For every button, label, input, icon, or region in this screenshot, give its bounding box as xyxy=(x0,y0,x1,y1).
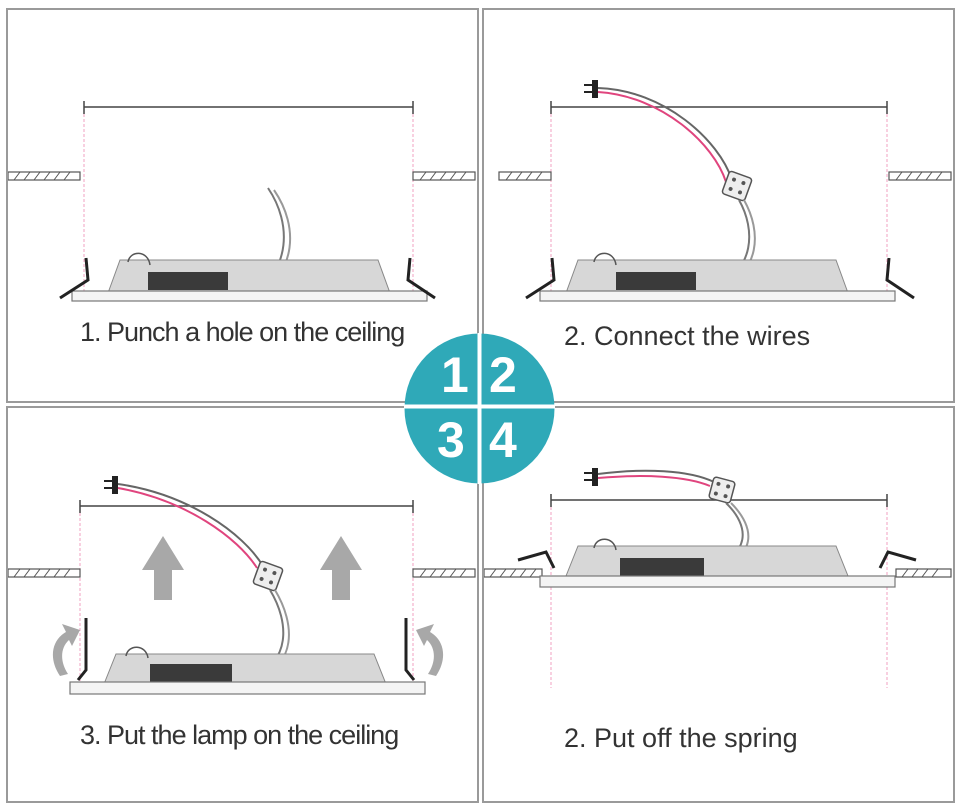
rotate-arrow-icon xyxy=(416,624,444,676)
step-1-panel: 1. Punch a hole on the ceiling xyxy=(6,8,479,403)
ceiling-right xyxy=(888,171,952,181)
ceiling-left xyxy=(498,171,552,181)
ceiling-left xyxy=(8,171,81,181)
step-2-caption: 2. Connect the wires xyxy=(564,321,811,351)
badge-number-2: 2 xyxy=(489,347,517,403)
step-1-caption: 1. Punch a hole on the ceiling xyxy=(80,317,405,347)
ceiling-left xyxy=(484,568,543,578)
up-arrow-icon xyxy=(142,536,184,600)
step-4-caption: 2. Put off the spring xyxy=(564,723,798,753)
wire-connector xyxy=(721,170,753,202)
ceiling-right xyxy=(412,568,476,578)
ceiling-right xyxy=(412,171,476,181)
wire-connector xyxy=(708,476,736,504)
ceiling-right xyxy=(895,568,952,578)
step-3-panel: 3. Put the lamp on the ceiling xyxy=(6,406,479,803)
step-1-illustration xyxy=(8,101,476,302)
step-3-illustration xyxy=(8,476,476,695)
badge-number-3: 3 xyxy=(437,412,465,468)
ceiling-left xyxy=(8,568,81,578)
step-2-panel: 2. Connect the wires xyxy=(482,8,955,403)
plug-icon xyxy=(584,80,598,98)
plug-icon xyxy=(584,468,598,486)
badge-number-4: 4 xyxy=(489,412,517,468)
badge-circle xyxy=(404,333,555,484)
plug-icon xyxy=(104,476,118,494)
wire-connector xyxy=(252,560,284,592)
step-2-illustration xyxy=(498,80,952,302)
badge-number-1: 1 xyxy=(441,347,469,403)
rotate-arrow-icon xyxy=(52,624,80,676)
step-number-badge: 1 2 3 4 xyxy=(404,333,555,484)
step-3-caption: 3. Put the lamp on the ceiling xyxy=(80,720,399,750)
step-4-panel: 2. Put off the spring xyxy=(482,406,955,803)
step-4-illustration xyxy=(484,468,952,688)
top-image-strip xyxy=(0,0,960,4)
up-arrow-icon xyxy=(320,536,362,600)
